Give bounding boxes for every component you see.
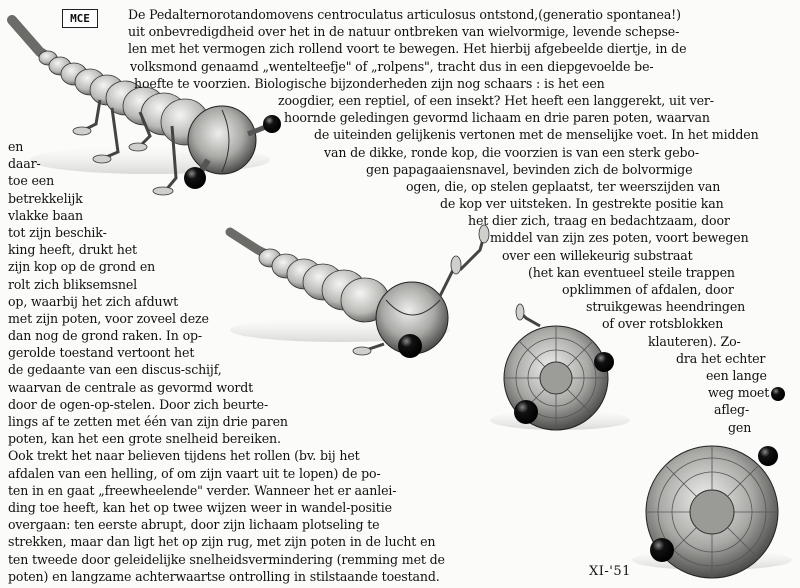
text-line: poten, kan het een grote snelheid bereik… xyxy=(8,431,281,447)
text-line: zoogdier, een reptiel, of een insekt? He… xyxy=(278,92,714,108)
text-line: het dier zich, traag en bedachtzaam, doo… xyxy=(468,213,730,229)
artist-monogram: MCE xyxy=(62,9,98,28)
text-line: door de ogen-op-stelen. Door zich beurte… xyxy=(8,396,269,412)
text-line: ogen, die, op stelen geplaatst, ter weer… xyxy=(406,178,721,194)
text-line: of over rotsblokken xyxy=(602,316,724,332)
text-line: uit onbevredigdheid over het in de natuu… xyxy=(128,24,680,40)
left-text-block: en daar- toe een betrekkelijk vlakke baa… xyxy=(8,138,445,585)
text-line: Ook trekt het naar believen tijdens het … xyxy=(8,448,360,464)
text-line: weg moet xyxy=(708,385,770,401)
text-line: de uiteinden gelijkenis vertonen met de … xyxy=(314,127,759,143)
text-line: de gedaante van een discus-schijf, xyxy=(8,362,222,378)
text-line: de kop ver uitsteken. In gestrekte posit… xyxy=(440,196,724,212)
creature-rolling-disc xyxy=(632,445,792,579)
text-line: op, waarbij het zich afduwt xyxy=(8,293,179,309)
text-line: middel van zijn zes poten, voort bewegen xyxy=(490,230,749,246)
text-line: gen papagaaiensnavel, bevinden zich de b… xyxy=(366,161,693,177)
text-line: De Pedalternorotandomovens centroculatus… xyxy=(128,7,681,22)
text-line: ten tweede door geleidelijke snelheidsve… xyxy=(8,551,445,567)
text-line: dan nog de grond raken. In op- xyxy=(8,328,203,344)
text-line: king heeft, drukt het xyxy=(8,242,137,258)
text-line: toe een xyxy=(8,173,55,189)
text-line: van de dikke, ronde kop, die voorzien is… xyxy=(324,144,699,160)
creature-curling xyxy=(225,224,490,358)
text-line: en xyxy=(8,139,24,154)
text-line: daar- xyxy=(8,156,41,172)
text-line: volksmond genaamd „wentelteefje" of „rol… xyxy=(130,58,654,74)
right-text-block: De Pedalternorotandomovens centroculatus… xyxy=(128,6,769,436)
text-line: len met het vermogen zich rollend voort … xyxy=(128,41,687,57)
text-line: poten) en langzame achterwaartse ontroll… xyxy=(8,568,440,584)
text-line: opklimmen of afdalen, door xyxy=(562,282,734,297)
text-line: met zijn poten, voor zoveel deze xyxy=(8,310,209,326)
text-line: klauteren). Zo- xyxy=(648,333,741,349)
text-line: waarvan de centrale as gevormd wordt xyxy=(8,379,254,395)
text-line: gen xyxy=(728,419,752,435)
creature-walking xyxy=(7,15,281,196)
text-line: strekken, maar dan ligt het op zijn rug,… xyxy=(8,534,436,550)
text-line: een lange xyxy=(706,367,767,383)
text-line: afdalen van een helling, of om zijn vaar… xyxy=(8,465,381,481)
text-line: hoefte te voorzien. Biologische bijzonde… xyxy=(134,75,605,91)
text-line: ten in en gaat „freewheelende" verder. W… xyxy=(8,482,397,498)
text-line: gerolde toestand vertoont het xyxy=(8,345,195,361)
text-line: zijn kop op de grond en xyxy=(8,259,156,275)
text-line: vlakke baan xyxy=(8,207,83,223)
text-line: overgaan: ten eerste abrupt, door zijn l… xyxy=(8,517,380,533)
text-line: tot zijn beschik- xyxy=(8,224,107,240)
detached-eye xyxy=(771,387,785,401)
text-line: struikgewas heendringen xyxy=(586,299,746,315)
text-line: afleg- xyxy=(714,402,750,418)
text-line: lings af te zetten met één van zijn drie… xyxy=(8,414,288,429)
date-signature: XI-'51 xyxy=(589,564,631,579)
text-line: hoornde geledingen gevormd lichaam en dr… xyxy=(284,110,710,126)
text-line: dra het echter xyxy=(676,350,766,366)
text-line: ding toe heeft, kan het op twee wijzen w… xyxy=(8,499,392,515)
creature-rolled xyxy=(490,303,630,431)
text-line: rolt zich bliksemsnel xyxy=(8,276,138,292)
text-line: (het kan eventueel steile trappen xyxy=(528,264,735,280)
text-line: over een willekeurig substraat xyxy=(502,247,693,263)
text-line: betrekkelijk xyxy=(8,190,83,206)
